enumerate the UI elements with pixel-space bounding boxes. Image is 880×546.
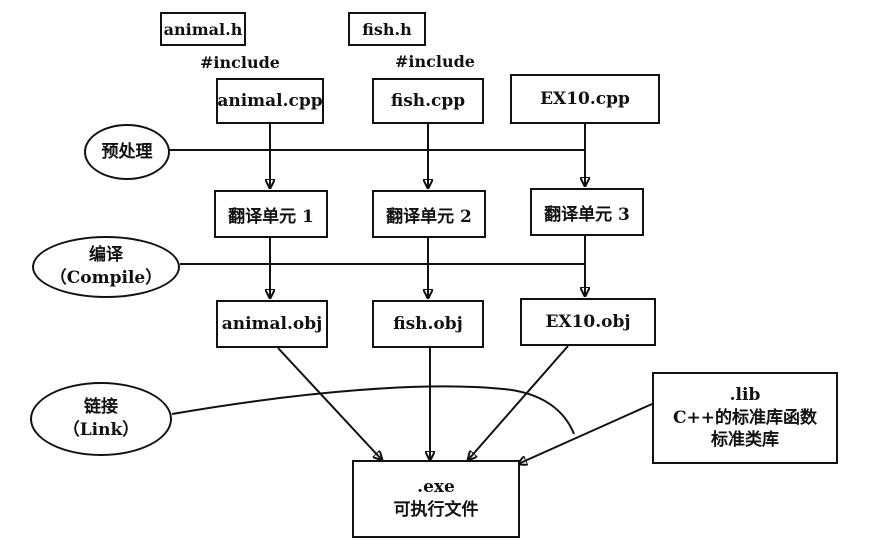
preprocess-label: 预处理: [101, 141, 153, 162]
arrow-lib-to-exe: [518, 403, 653, 464]
arrow-ex10-obj-to-exe: [468, 345, 569, 460]
preprocess-stage: 预处理: [84, 124, 170, 180]
library-label-3: 标准类库: [711, 430, 779, 451]
translation-unit-3-box: 翻译单元 3: [530, 188, 644, 236]
compile-label-2: （Compile）: [49, 268, 163, 288]
ex10-cpp-label: EX10.cpp: [540, 89, 630, 109]
executable-label-1: .exe: [417, 477, 455, 498]
animal-cpp-box: animal.cpp: [216, 78, 324, 124]
ex10-obj-label: EX10.obj: [545, 312, 631, 332]
fish-h-box: fish.h: [348, 12, 426, 46]
compile-stage: 编译 （Compile）: [32, 236, 180, 298]
compile-label-1: 编译: [89, 245, 123, 266]
fish-cpp-label: fish.cpp: [390, 91, 466, 111]
library-box: .lib C++的标准库函数 标准类库: [652, 372, 838, 464]
animal-obj-label: animal.obj: [221, 314, 323, 334]
arrow-animal-obj-to-exe: [277, 347, 382, 460]
include-label-fish: #include: [395, 52, 475, 71]
link-label-2: （Link）: [62, 420, 140, 440]
translation-unit-2-box: 翻译单元 2: [372, 190, 486, 238]
fish-h-label: fish.h: [362, 19, 412, 39]
fish-obj-box: fish.obj: [372, 300, 484, 348]
animal-h-label: animal.h: [163, 19, 243, 39]
translation-unit-1-label: 翻译单元 1: [228, 206, 314, 227]
translation-unit-3-label: 翻译单元 3: [544, 204, 630, 225]
animal-obj-box: animal.obj: [216, 300, 328, 348]
executable-box: .exe 可执行文件: [352, 460, 520, 538]
library-label-1: .lib: [729, 384, 761, 405]
fish-obj-label: fish.obj: [393, 314, 463, 334]
ex10-cpp-box: EX10.cpp: [510, 74, 660, 124]
link-stage-curve: [171, 385, 575, 435]
include-label-animal: #include: [200, 53, 280, 72]
library-label-2: C++的标准库函数: [672, 407, 818, 428]
link-label-1: 链接: [84, 397, 118, 418]
translation-unit-1-box: 翻译单元 1: [214, 190, 328, 238]
translation-unit-2-label: 翻译单元 2: [386, 206, 472, 227]
link-stage: 链接 （Link）: [30, 382, 172, 456]
executable-label-2: 可执行文件: [393, 500, 479, 520]
ex10-obj-box: EX10.obj: [520, 298, 656, 346]
animal-h-box: animal.h: [160, 12, 246, 46]
animal-cpp-label: animal.cpp: [217, 91, 323, 111]
fish-cpp-box: fish.cpp: [372, 78, 484, 124]
